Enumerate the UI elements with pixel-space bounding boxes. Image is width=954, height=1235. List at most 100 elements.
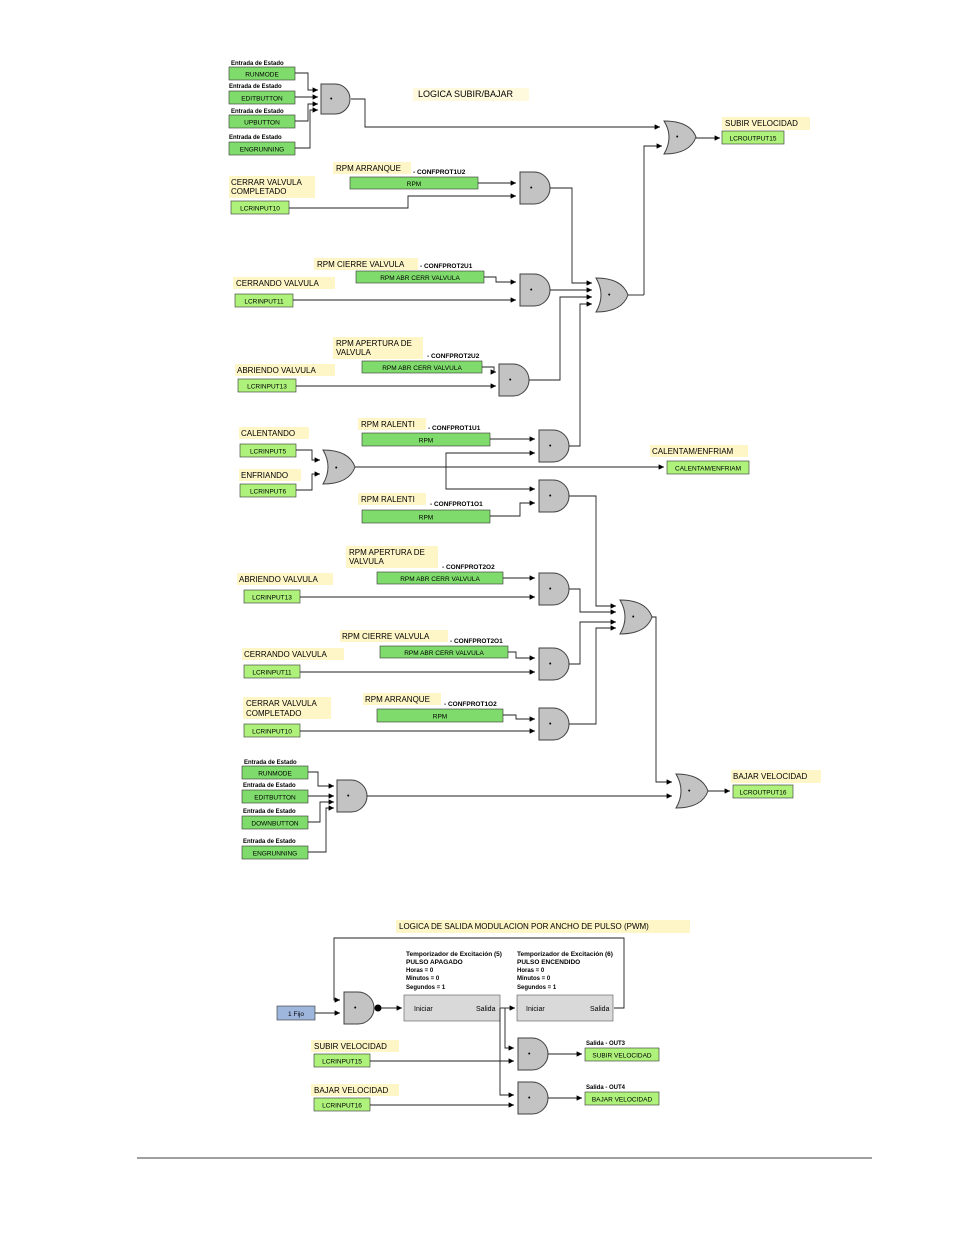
param-text: RPM ABR CERR VALVULA bbox=[380, 275, 460, 282]
label-cerrar-l2-down: COMPLETADO bbox=[246, 709, 301, 718]
input-lcrinput5 bbox=[239, 443, 297, 458]
input-lcrinput13-up bbox=[237, 378, 297, 393]
input-text: LCRINPUT13 bbox=[247, 384, 287, 391]
input-text: LCRINPUT6 bbox=[250, 489, 287, 496]
output-label-bajar: BAJAR VELOCIDAD bbox=[733, 772, 807, 781]
input-label: RUNMODE bbox=[245, 72, 279, 79]
svg-text:•: • bbox=[632, 614, 635, 621]
input-lcrinput10-down bbox=[243, 723, 301, 738]
param-confprot1u2: - CONFPROT1U2 bbox=[413, 169, 466, 176]
input-lcrinput15 bbox=[313, 1053, 371, 1068]
and-gate-arranque-up bbox=[519, 171, 551, 205]
label-rpm-arranque-down: RPM ARRANQUE bbox=[365, 695, 430, 704]
input-lcrinput16 bbox=[313, 1097, 371, 1112]
param-confprot2o2: - CONFPROT2O2 bbox=[442, 564, 495, 571]
state-input-upbutton: Entrada de Estado UPBUTTON bbox=[228, 109, 296, 129]
state-label: Entrada de Estado bbox=[231, 61, 284, 67]
timer5-block bbox=[403, 994, 501, 1022]
inverter-bubble bbox=[374, 1004, 382, 1012]
output-out3 bbox=[584, 1047, 660, 1062]
timer5-minutos: Minutos = 0 bbox=[406, 976, 440, 982]
input-text: LCRINPUT10 bbox=[240, 206, 280, 213]
timer6-out-port: Salida bbox=[590, 1006, 610, 1013]
svg-text:•: • bbox=[676, 134, 679, 141]
section2-title: LOGICA DE SALIDA MODULACION POR ANCHO DE… bbox=[399, 922, 649, 931]
state-label: Entrada de Estado bbox=[231, 109, 284, 115]
svg-text:•: • bbox=[509, 377, 512, 384]
label-subir-pwm: SUBIR VELOCIDAD bbox=[314, 1042, 387, 1051]
timer5-segundos: Segundos = 1 bbox=[406, 985, 446, 991]
param-text: RPM bbox=[433, 714, 447, 721]
or-gate-down-chain bbox=[619, 599, 653, 635]
output-text: LCROUTPUT16 bbox=[740, 790, 787, 797]
timer5-start-port: Iniciar bbox=[414, 1006, 433, 1013]
input-lcrinput13-down bbox=[243, 589, 301, 604]
output-calentam-enfriam bbox=[666, 460, 750, 475]
label-bajar-pwm: BAJAR VELOCIDAD bbox=[314, 1086, 388, 1095]
param-confprot1u1: - CONFPROT1U1 bbox=[428, 425, 481, 432]
input-text: LCRINPUT15 bbox=[322, 1059, 362, 1066]
input-label: EDITBUTTON bbox=[254, 795, 296, 802]
input-label: ENGRUNNING bbox=[253, 851, 297, 858]
timer6-segundos: Segundos = 1 bbox=[517, 985, 557, 991]
output-text: LCROUTPUT15 bbox=[730, 136, 777, 143]
state-label: Entrada de Estado bbox=[244, 760, 297, 766]
svg-text:•: • bbox=[530, 185, 533, 192]
state-input-editbutton-top: Entrada de Estado EDITBUTTON bbox=[228, 84, 296, 105]
state-label: Entrada de Estado bbox=[229, 84, 282, 90]
output-label-calentam: CALENTAM/ENFRIAM bbox=[652, 447, 734, 456]
label-abriendo-up: ABRIENDO VALVULA bbox=[237, 366, 317, 375]
state-label: Entrada de Estado bbox=[243, 839, 296, 845]
svg-text:•: • bbox=[347, 793, 350, 800]
param-text: RPM ABR CERR VALVULA bbox=[382, 365, 462, 372]
label-rpm-apertura-l2-down: VALVULA bbox=[349, 557, 384, 566]
svg-text:•: • bbox=[549, 721, 552, 728]
output-text: SUBIR VELOCIDAD bbox=[592, 1053, 652, 1060]
state-label: Entrada de Estado bbox=[229, 135, 282, 141]
input-label: EDITBUTTON bbox=[241, 96, 283, 103]
and-gate-out3 bbox=[517, 1037, 549, 1071]
timer5-title: Temporizador de Excitación (5) bbox=[406, 951, 502, 958]
param-text: RPM bbox=[419, 438, 433, 445]
timer6-minutos: Minutos = 0 bbox=[517, 976, 551, 982]
svg-text:•: • bbox=[608, 292, 611, 299]
svg-text:•: • bbox=[549, 443, 552, 450]
param-text: RPM ABR CERR VALVULA bbox=[404, 650, 484, 657]
state-input-editbutton-bottom: Entrada de Estado EDITBUTTON bbox=[241, 783, 309, 804]
or-gate-up-chain bbox=[595, 277, 629, 313]
param-confprot2u2: - CONFPROT2U2 bbox=[427, 353, 480, 360]
label-calentando: CALENTANDO bbox=[241, 429, 295, 438]
param-block-rpm-arranque-down bbox=[376, 708, 504, 723]
label-rpm-apertura-l1-down: RPM APERTURA DE bbox=[349, 548, 425, 557]
timer5-horas: Horas = 0 bbox=[406, 968, 434, 974]
param-confprot1o2: - CONFPROT1O2 bbox=[444, 701, 497, 708]
label-rpm-apertura-l2: VALVULA bbox=[336, 348, 371, 357]
output-text: BAJAR VELOCIDAD bbox=[592, 1097, 653, 1104]
label-rpm-cierre: RPM CIERRE VALVULA bbox=[317, 260, 405, 269]
svg-text:•: • bbox=[330, 96, 333, 103]
param-block-rpm-ralenti-up bbox=[361, 432, 491, 447]
timer6-title: Temporizador de Excitación (6) bbox=[517, 951, 613, 958]
input-text: LCRINPUT11 bbox=[252, 670, 292, 677]
label-cerrando-down: CERRANDO VALVULA bbox=[244, 650, 328, 659]
timer6-name: PULSO ENCENDIDO bbox=[517, 959, 580, 966]
svg-text:•: • bbox=[549, 493, 552, 500]
state-label: Entrada de Estado bbox=[243, 783, 296, 789]
state-input-runmode-bottom: Entrada de Estado RUNMODE bbox=[241, 760, 309, 780]
param-block-rpm-ralenti-down bbox=[361, 509, 491, 524]
timer6-start-port: Iniciar bbox=[526, 1006, 545, 1013]
and-gate-cierre-down bbox=[538, 647, 570, 681]
label-cerrar-l2: COMPLETADO bbox=[231, 187, 286, 196]
output-text: CALENTAM/ENFRIAM bbox=[675, 466, 741, 473]
or-gate-bajar bbox=[675, 773, 709, 809]
and-gate-pwm bbox=[343, 991, 375, 1025]
svg-text:•: • bbox=[528, 1095, 531, 1102]
label-rpm-ralenti-down: RPM RALENTI bbox=[361, 495, 415, 504]
label-cerrar-l1-down: CERRAR VALVULA bbox=[246, 699, 318, 708]
section1-title-text: LOGICA SUBIR/BAJAR bbox=[418, 89, 514, 99]
and-gate-apertura-up bbox=[498, 363, 530, 397]
and-gate-arranque-down bbox=[538, 707, 570, 741]
label-rpm-cierre-down: RPM CIERRE VALVULA bbox=[342, 632, 430, 641]
and-gate-ralenti-up bbox=[538, 429, 570, 463]
